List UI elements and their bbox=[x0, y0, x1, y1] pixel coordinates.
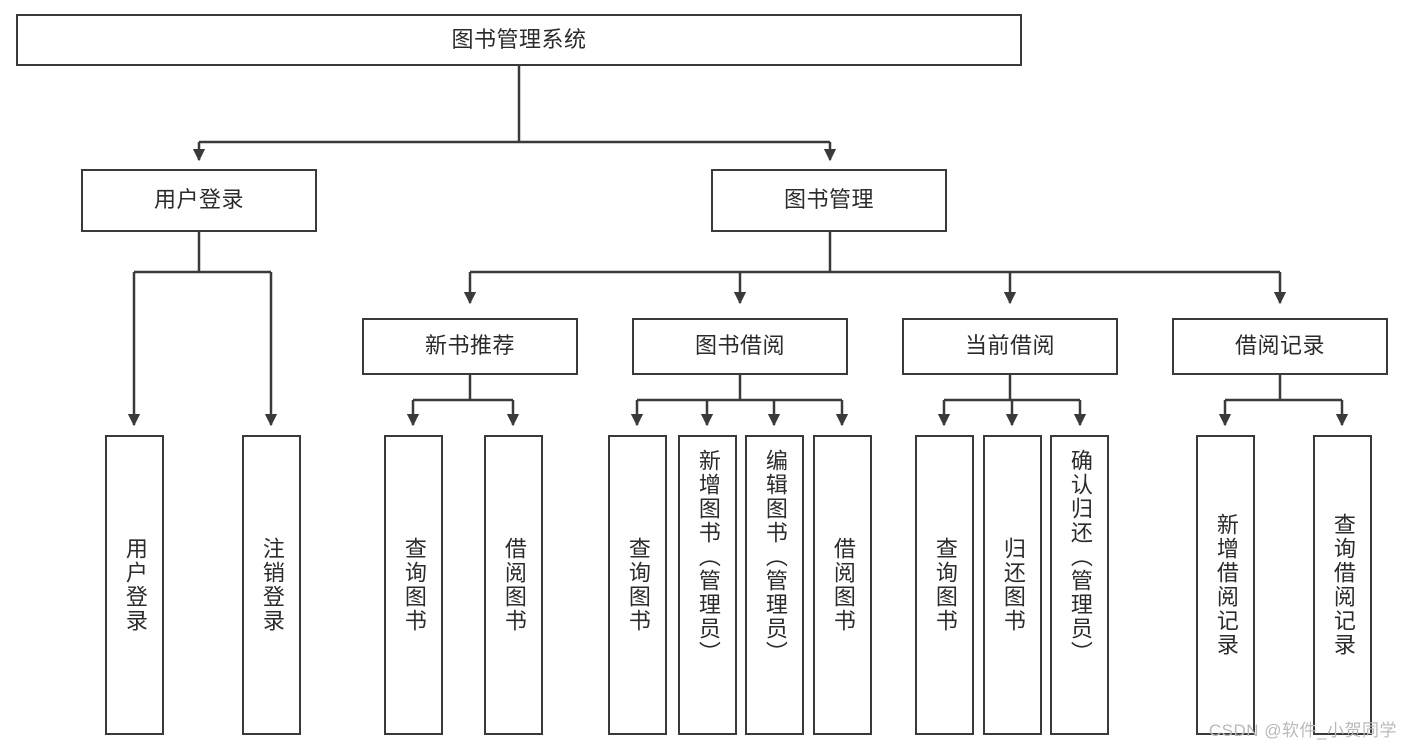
node-book-borrow[interactable]: 图书借阅 bbox=[632, 318, 848, 375]
node-book-borrow-label: 图书借阅 bbox=[694, 333, 785, 359]
node-leaf-confirm-return-label: 确认归还（管理员） bbox=[1067, 449, 1093, 665]
node-current-borrow[interactable]: 当前借阅 bbox=[902, 318, 1118, 375]
node-leaf-confirm-return[interactable]: 确认归还（管理员） bbox=[1050, 435, 1109, 735]
node-leaf-query-book-1[interactable]: 查询图书 bbox=[384, 435, 443, 735]
node-leaf-query-book-2[interactable]: 查询图书 bbox=[608, 435, 667, 735]
node-leaf-logout-login-label: 注销登录 bbox=[259, 537, 285, 633]
node-leaf-logout-login[interactable]: 注销登录 bbox=[242, 435, 301, 735]
node-leaf-return-book-label: 归还图书 bbox=[1000, 537, 1026, 633]
node-leaf-user-login-label: 用户登录 bbox=[122, 537, 148, 633]
node-root-label: 图书管理系统 bbox=[451, 26, 587, 52]
node-leaf-add-record-label: 新增借阅记录 bbox=[1213, 513, 1239, 657]
node-user-login[interactable]: 用户登录 bbox=[81, 169, 317, 232]
node-leaf-borrow-book-2[interactable]: 借阅图书 bbox=[813, 435, 872, 735]
node-leaf-query-book-3[interactable]: 查询图书 bbox=[915, 435, 974, 735]
node-leaf-query-book-3-label: 查询图书 bbox=[932, 537, 958, 633]
node-borrow-record-label: 借阅记录 bbox=[1234, 333, 1325, 359]
node-leaf-add-book-label: 新增图书（管理员） bbox=[695, 449, 721, 665]
node-leaf-edit-book-label: 编辑图书（管理员） bbox=[762, 449, 788, 665]
node-book-management-label: 图书管理 bbox=[783, 187, 874, 213]
node-current-borrow-label: 当前借阅 bbox=[964, 333, 1055, 359]
node-leaf-query-book-2-label: 查询图书 bbox=[625, 537, 651, 633]
node-leaf-add-record[interactable]: 新增借阅记录 bbox=[1196, 435, 1255, 735]
node-leaf-query-record[interactable]: 查询借阅记录 bbox=[1313, 435, 1372, 735]
node-user-login-label: 用户登录 bbox=[153, 187, 244, 213]
node-leaf-query-book-1-label: 查询图书 bbox=[401, 537, 427, 633]
node-book-management[interactable]: 图书管理 bbox=[711, 169, 947, 232]
node-leaf-borrow-book-2-label: 借阅图书 bbox=[830, 537, 856, 633]
node-new-book-recommend[interactable]: 新书推荐 bbox=[362, 318, 578, 375]
node-root[interactable]: 图书管理系统 bbox=[16, 14, 1022, 66]
node-leaf-query-record-label: 查询借阅记录 bbox=[1330, 513, 1356, 657]
node-new-book-recommend-label: 新书推荐 bbox=[424, 333, 515, 359]
node-leaf-borrow-book-1-label: 借阅图书 bbox=[501, 537, 527, 633]
node-leaf-return-book[interactable]: 归还图书 bbox=[983, 435, 1042, 735]
node-leaf-edit-book[interactable]: 编辑图书（管理员） bbox=[745, 435, 804, 735]
node-leaf-user-login[interactable]: 用户登录 bbox=[105, 435, 164, 735]
node-leaf-add-book[interactable]: 新增图书（管理员） bbox=[678, 435, 737, 735]
node-borrow-record[interactable]: 借阅记录 bbox=[1172, 318, 1388, 375]
node-leaf-borrow-book-1[interactable]: 借阅图书 bbox=[484, 435, 543, 735]
